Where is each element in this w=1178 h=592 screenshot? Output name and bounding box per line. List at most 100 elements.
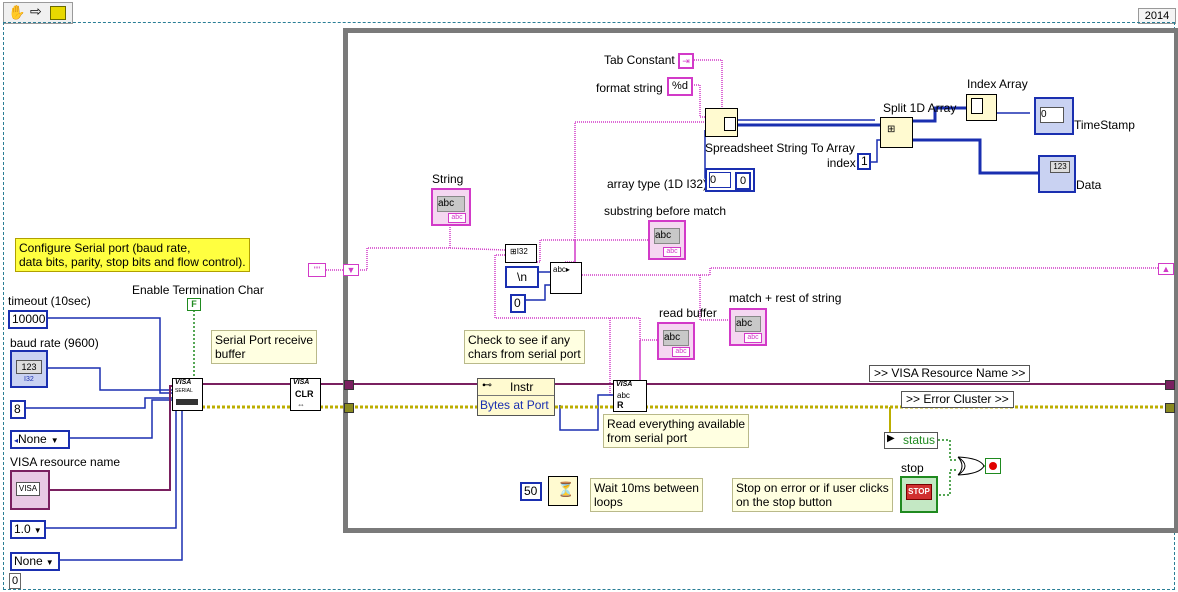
- serial-small-label: SERIAL: [175, 388, 193, 394]
- ss-to-array-label: Spreadsheet String To Array: [705, 141, 855, 155]
- stop-button[interactable]: STOP: [900, 476, 938, 513]
- offset-constant[interactable]: 0: [510, 294, 526, 313]
- string-text-box: abc: [437, 196, 465, 212]
- unbundle-arrow-icon: ▶: [887, 433, 895, 444]
- match-indicator: abc abc: [729, 308, 767, 346]
- read-icon: abc: [617, 391, 630, 400]
- baud-rate-label: baud rate (9600): [10, 336, 99, 350]
- metronome-icon: ⏳: [557, 481, 575, 497]
- timestamp-index: 0: [1040, 107, 1064, 123]
- wait-node[interactable]: ⏳: [548, 476, 578, 506]
- visa-read-node[interactable]: VISA abc R: [613, 380, 647, 412]
- substring-label: substring before match: [604, 204, 727, 218]
- stop-label: stop: [901, 461, 924, 475]
- empty-string-constant: "": [308, 263, 326, 277]
- run-highlight-icon[interactable]: [50, 6, 66, 20]
- index-array-node[interactable]: [966, 94, 997, 121]
- visa-resource-control[interactable]: VISA: [10, 470, 50, 510]
- shift-register-right: ▲: [1158, 263, 1174, 275]
- baud-tag: I32: [24, 376, 34, 383]
- stop-sign-icon: [989, 462, 997, 470]
- enable-term-label: Enable Termination Char: [132, 283, 264, 297]
- tab-constant-label: Tab Constant: [604, 53, 675, 67]
- read-buffer-tag: abc: [672, 347, 690, 357]
- unbundle-status-node[interactable]: ▶ status: [884, 432, 938, 449]
- arrows-icon: ⇔: [297, 400, 305, 409]
- visa-configure-serial-node[interactable]: VISA SERIAL: [172, 378, 203, 411]
- error-constant: 0: [9, 573, 21, 589]
- key-icon: ⊷: [482, 380, 492, 391]
- parity-control[interactable]: ◂None▼: [10, 430, 70, 449]
- timeout-control[interactable]: 10000: [8, 310, 48, 329]
- tab-constant: ⇥: [678, 53, 694, 69]
- stop-bits-value: 1.0: [14, 522, 31, 536]
- instr-label: Instr: [510, 380, 534, 394]
- version-tag: 2014: [1138, 8, 1176, 24]
- index-label: index: [827, 156, 856, 170]
- visa-resource-tunnel-label: >> VISA Resource Name >>: [869, 365, 1031, 382]
- substring-text-box: abc: [654, 228, 680, 244]
- chevron-down-icon: ▼: [45, 558, 54, 567]
- timeout-label: timeout (10sec): [8, 294, 91, 308]
- index-array-label: Index Array: [967, 77, 1028, 91]
- loop-condition-icon: [985, 458, 1001, 474]
- stop-bits-control[interactable]: 1.0▼: [10, 520, 46, 539]
- wait-constant[interactable]: 50: [520, 482, 542, 501]
- flow-value: None: [14, 554, 43, 568]
- error-tunnel-right: [1165, 403, 1175, 413]
- configure-note: Configure Serial port (baud rate, data b…: [15, 238, 250, 272]
- split-icon: ⊞: [887, 124, 896, 135]
- chevron-down-icon: ▼: [50, 436, 59, 445]
- array-element: 0: [735, 172, 751, 190]
- substring-tag: abc: [663, 247, 681, 257]
- enable-term-constant[interactable]: F: [187, 298, 201, 311]
- format-string-constant[interactable]: %d: [667, 77, 693, 96]
- visa-small-label: VISA: [616, 381, 633, 388]
- read-buffer-label: read buffer: [659, 306, 717, 320]
- visa-tunnel-right: [1165, 380, 1175, 390]
- check-chars-note: Check to see if any chars from serial po…: [464, 330, 585, 364]
- split-1d-array-node[interactable]: ⊞: [880, 117, 913, 148]
- while-loop: [343, 28, 1178, 533]
- timestamp-indicator: 0: [1034, 97, 1074, 135]
- array-type-label: array type (1D I32): [607, 177, 708, 191]
- visa-tunnel-left: [344, 380, 354, 390]
- string-label: String: [432, 172, 464, 186]
- visa-text: VISA: [16, 482, 40, 496]
- dropdown-arrow-left-icon: ◂: [14, 436, 19, 445]
- match-text-box: abc: [735, 316, 761, 332]
- array-index-icon: [971, 98, 983, 114]
- read-buffer-indicator: abc abc: [657, 322, 695, 360]
- spreadsheet-to-array-node[interactable]: [705, 108, 738, 137]
- baud-rate-control[interactable]: 123 I32: [10, 350, 48, 388]
- data-bits-control[interactable]: 8: [10, 400, 26, 419]
- bytes-at-port-label: Bytes at Port: [480, 398, 549, 412]
- hand-tool-icon[interactable]: ✋: [8, 4, 26, 20]
- data-label: Data: [1076, 178, 1102, 192]
- concat-icon: ⊞I32: [510, 247, 528, 256]
- concatenate-node[interactable]: ⊞I32: [505, 244, 537, 263]
- newline-constant[interactable]: \n: [505, 266, 539, 288]
- array-type-constant[interactable]: 0 0: [705, 168, 755, 192]
- match-label: match + rest of string: [729, 291, 842, 305]
- visa-small-label: VISA: [293, 379, 310, 386]
- status-label: status: [903, 433, 936, 447]
- error-cluster-tunnel-label: >> Error Cluster >>: [901, 391, 1014, 408]
- array-index: 0: [709, 172, 731, 188]
- flow-control[interactable]: None▼: [10, 552, 60, 571]
- string-tag: abc: [448, 213, 466, 223]
- data-numeric-icon: 123: [1050, 161, 1070, 173]
- visa-clear-node[interactable]: VISA CLR ⇔: [290, 378, 321, 411]
- arrow-right-icon[interactable]: ⇨: [30, 3, 42, 19]
- numeric-icon: 123: [16, 360, 42, 374]
- property-header: ⊷ Instr: [478, 379, 554, 396]
- format-string-label: format string: [596, 81, 663, 95]
- serial-port-icon: [176, 399, 198, 405]
- substring-indicator: abc abc: [648, 220, 686, 260]
- clr-label: CLR: [295, 389, 314, 399]
- property-node[interactable]: ⊷ Instr Bytes at Port: [477, 378, 555, 416]
- read-everything-note: Read everything available from serial po…: [603, 414, 750, 448]
- index-constant[interactable]: 1: [857, 153, 871, 170]
- match-pattern-node[interactable]: abc▸: [550, 262, 582, 294]
